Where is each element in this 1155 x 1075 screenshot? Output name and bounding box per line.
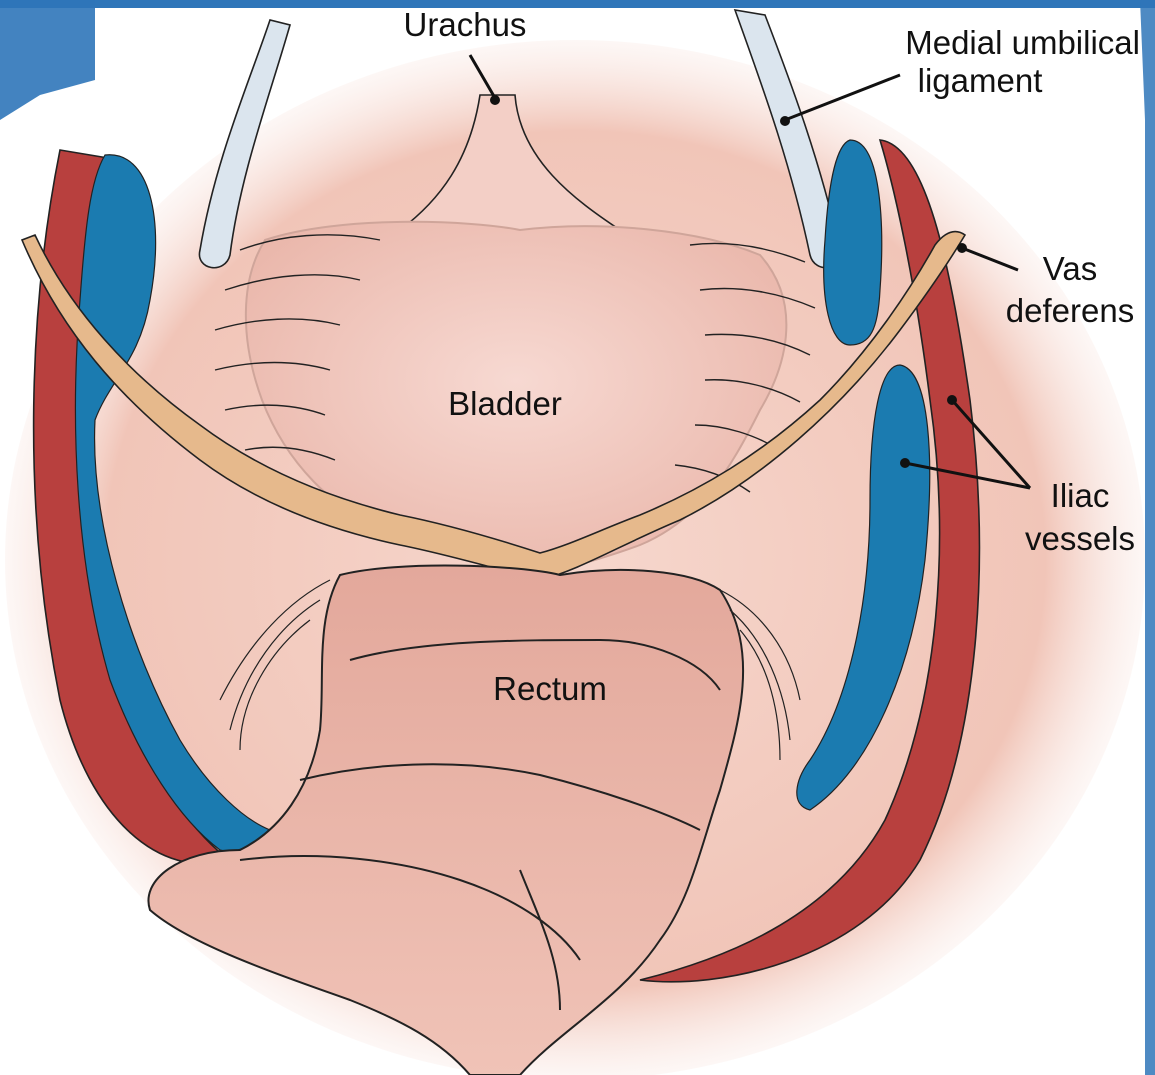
label-urachus: Urachus xyxy=(380,6,550,44)
label-medial-umbilical-ligament-line2: ligament xyxy=(900,62,1060,100)
frame-left-accent xyxy=(0,0,95,120)
label-vas-deferens-line1: Vas xyxy=(1020,250,1120,288)
label-medial-umbilical-ligament-line1: Medial umbilical xyxy=(800,24,1140,62)
label-iliac-vessels-line1: Iliac xyxy=(1035,477,1125,515)
label-iliac-vessels-line2: vessels xyxy=(1010,520,1150,558)
label-bladder: Bladder xyxy=(430,385,580,423)
frame-top-bar xyxy=(0,0,1155,8)
label-rectum: Rectum xyxy=(470,670,630,708)
label-vas-deferens-line2: deferens xyxy=(990,292,1150,330)
